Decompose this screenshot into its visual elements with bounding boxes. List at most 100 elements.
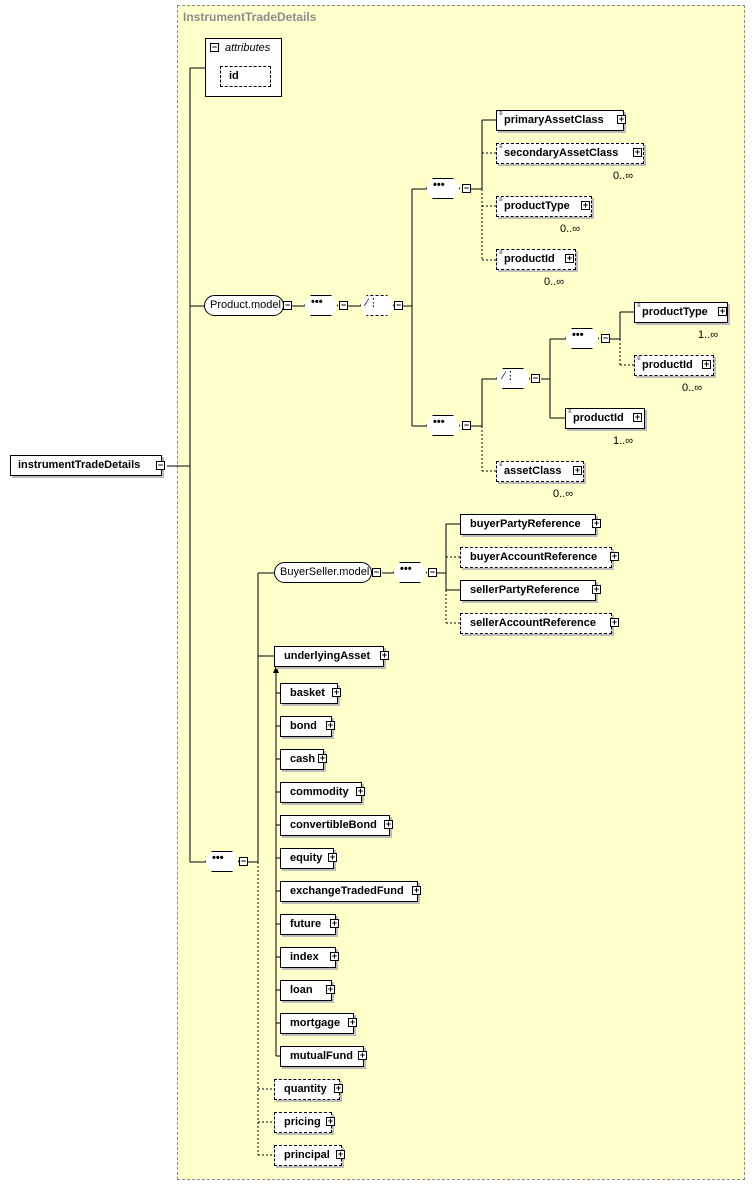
element-productType[interactable]: ≡ productType	[634, 302, 728, 323]
element-index[interactable]: index	[280, 947, 336, 968]
expand-button[interactable]: +	[332, 687, 341, 697]
element-productId[interactable]: ≡ productId	[565, 408, 645, 429]
sequence-compositor-icon[interactable]	[205, 851, 239, 872]
collapse-sequence-button[interactable]: −	[462, 420, 471, 430]
expand-button[interactable]: +	[581, 200, 590, 210]
expand-button[interactable]: +	[358, 1050, 367, 1060]
expand-button[interactable]: +	[592, 518, 601, 528]
element-label: equity	[290, 852, 323, 864]
expand-button[interactable]: +	[328, 852, 337, 862]
sequence-dots-icon: •••	[400, 563, 412, 575]
element-secondaryAssetClass[interactable]: ≡ secondaryAssetClass	[496, 143, 644, 164]
element-label: buyerPartyReference	[470, 518, 581, 530]
collapse-sequence-button[interactable]: −	[239, 856, 248, 866]
collapse-product-model-button[interactable]: −	[283, 300, 292, 310]
element-future[interactable]: future	[280, 914, 336, 935]
collapse-choice-button[interactable]: −	[394, 300, 403, 310]
type-title: InstrumentTradeDetails	[183, 10, 317, 24]
expand-button[interactable]: +	[380, 650, 389, 660]
expand-button[interactable]: +	[702, 359, 711, 369]
expand-button[interactable]: +	[356, 786, 365, 796]
attribute-id[interactable]: id	[220, 66, 271, 87]
collapse-buyer-seller-model-button[interactable]: −	[372, 567, 381, 577]
element-label: quantity	[284, 1083, 327, 1095]
element-label: cash	[290, 753, 316, 765]
choice-switch-icon: ⁄⋮	[366, 297, 379, 309]
group-product-model[interactable]: Product.model	[204, 295, 284, 316]
element-basket[interactable]: basket	[280, 683, 338, 704]
element-bond[interactable]: bond	[280, 716, 332, 737]
expand-button[interactable]: +	[326, 984, 335, 994]
element-label: convertibleBond	[290, 819, 377, 831]
element-buyerPartyReference[interactable]: buyerPartyReference	[460, 514, 596, 535]
expand-button[interactable]: +	[633, 147, 642, 157]
expand-button[interactable]: +	[610, 617, 619, 627]
expand-button[interactable]: +	[318, 753, 327, 763]
element-sellerAccountReference[interactable]: sellerAccountReference	[460, 613, 612, 634]
element-assetClass[interactable]: ≡ assetClass	[496, 461, 584, 482]
element-exchangeTradedFund[interactable]: exchangeTradedFund	[280, 881, 418, 902]
element-commodity[interactable]: commodity	[280, 782, 362, 803]
element-label: productId	[573, 412, 624, 424]
sequence-compositor-icon[interactable]	[565, 328, 599, 349]
element-sellerPartyReference[interactable]: sellerPartyReference	[460, 580, 596, 601]
expand-button[interactable]: +	[326, 720, 335, 730]
collapse-sequence-button[interactable]: −	[339, 300, 348, 310]
expand-button[interactable]: +	[617, 114, 626, 124]
element-pricing[interactable]: pricing	[274, 1112, 332, 1133]
sequence-compositor-icon[interactable]	[426, 178, 460, 199]
expand-button[interactable]: +	[718, 306, 727, 316]
expand-button[interactable]: +	[348, 1017, 357, 1027]
element-mortgage[interactable]: mortgage	[280, 1013, 354, 1034]
expand-button[interactable]: +	[573, 465, 582, 475]
collapse-attributes-button[interactable]: −	[210, 42, 219, 52]
element-principal[interactable]: principal	[274, 1145, 342, 1166]
element-primaryAssetClass[interactable]: ≡ primaryAssetClass	[496, 110, 624, 131]
element-loan[interactable]: loan	[280, 980, 332, 1001]
element-label: assetClass	[504, 465, 562, 477]
root-element-instrumentTradeDetails[interactable]: instrumentTradeDetails	[10, 455, 162, 476]
cardinality-label: 0..∞	[560, 223, 581, 235]
element-cash[interactable]: cash	[280, 749, 324, 770]
element-underlyingAsset[interactable]: underlyingAsset	[274, 646, 384, 667]
expand-button[interactable]: +	[592, 584, 601, 594]
collapse-root-button[interactable]: −	[156, 460, 165, 470]
element-text-icon: ≡	[499, 111, 503, 117]
expand-button[interactable]: +	[326, 1116, 335, 1126]
element-label: loan	[290, 984, 313, 996]
element-label: productType	[504, 200, 570, 212]
element-productId[interactable]: ≡ productId	[496, 249, 576, 270]
element-productType[interactable]: ≡ productType	[496, 196, 592, 217]
collapse-choice-button[interactable]: −	[531, 373, 540, 383]
expand-button[interactable]: +	[610, 551, 619, 561]
expand-button[interactable]: +	[330, 918, 339, 928]
element-equity[interactable]: equity	[280, 848, 334, 869]
element-productId[interactable]: ≡ productId	[634, 355, 714, 376]
cardinality-label: 0..∞	[544, 276, 565, 288]
element-convertibleBond[interactable]: convertibleBond	[280, 815, 390, 836]
sequence-dots-icon: •••	[433, 416, 445, 428]
expand-button[interactable]: +	[633, 412, 642, 422]
element-text-icon: ≡	[499, 197, 503, 203]
expand-button[interactable]: +	[384, 819, 393, 829]
group-buyer-seller-model[interactable]: BuyerSeller.model	[274, 562, 372, 583]
expand-button[interactable]: +	[565, 253, 574, 263]
expand-button[interactable]: +	[330, 951, 339, 961]
collapse-sequence-button[interactable]: −	[462, 183, 471, 193]
element-mutualFund[interactable]: mutualFund	[280, 1046, 364, 1067]
expand-button[interactable]: +	[336, 1149, 345, 1159]
element-buyerAccountReference[interactable]: buyerAccountReference	[460, 547, 612, 568]
cardinality-label: 1..∞	[613, 435, 634, 447]
choice-compositor-icon[interactable]	[360, 295, 394, 316]
sequence-dots-icon: •••	[572, 329, 584, 341]
expand-button[interactable]: +	[412, 885, 421, 895]
choice-compositor-icon[interactable]	[496, 368, 530, 389]
sequence-compositor-icon[interactable]	[304, 295, 338, 316]
collapse-sequence-button[interactable]: −	[428, 567, 437, 577]
collapse-sequence-button[interactable]: −	[601, 333, 610, 343]
sequence-compositor-icon[interactable]	[393, 562, 427, 583]
element-text-icon: ≡	[568, 409, 572, 415]
expand-button[interactable]: +	[334, 1083, 343, 1093]
element-quantity[interactable]: quantity	[274, 1079, 340, 1100]
sequence-compositor-icon[interactable]	[426, 415, 460, 436]
